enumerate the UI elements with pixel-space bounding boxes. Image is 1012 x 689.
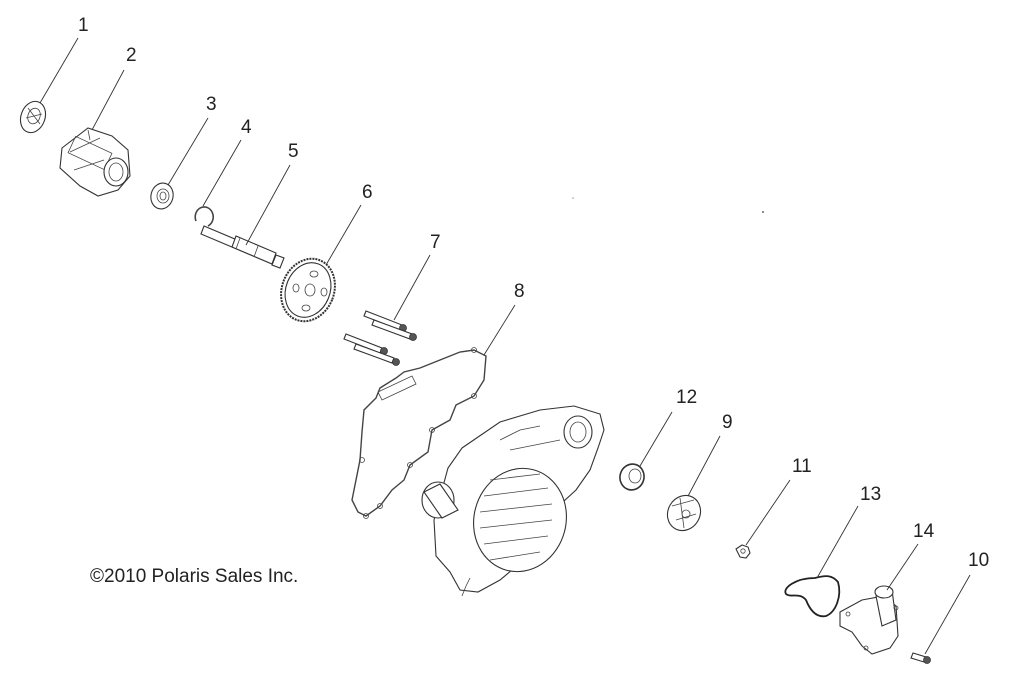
leader-12 bbox=[639, 411, 673, 467]
leader-7 bbox=[393, 254, 431, 321]
leader-5 bbox=[245, 164, 291, 246]
part-13-o-ring[interactable] bbox=[784, 575, 841, 618]
part-5-shaft[interactable] bbox=[200, 225, 285, 269]
part-1-rotor[interactable] bbox=[16, 98, 49, 136]
part-7-bolts[interactable] bbox=[343, 310, 417, 366]
leader-14 bbox=[886, 543, 919, 591]
callout-4[interactable]: 4 bbox=[241, 117, 252, 138]
leader-4 bbox=[202, 139, 242, 207]
part-3-bearing[interactable] bbox=[148, 181, 176, 212]
leader-8 bbox=[483, 304, 516, 356]
leader-9 bbox=[687, 435, 721, 497]
callout-5[interactable]: 5 bbox=[288, 141, 299, 162]
part-11-nut[interactable] bbox=[735, 544, 751, 559]
callout-14[interactable]: 14 bbox=[913, 521, 935, 542]
part-12-seal[interactable] bbox=[617, 461, 647, 492]
callout-8[interactable]: 8 bbox=[514, 281, 525, 302]
leader-1 bbox=[39, 37, 79, 104]
leader-6 bbox=[325, 204, 362, 266]
leader-10 bbox=[924, 574, 971, 655]
part-9-impeller[interactable] bbox=[661, 489, 707, 536]
leader-2 bbox=[91, 69, 125, 131]
callout-6[interactable]: 6 bbox=[362, 182, 373, 203]
part-6-gear[interactable] bbox=[272, 251, 344, 330]
part-2-pump-housing[interactable] bbox=[59, 127, 131, 197]
leader-3 bbox=[167, 117, 209, 186]
speck bbox=[762, 211, 764, 213]
crankcase-cover[interactable] bbox=[421, 405, 605, 597]
part-14-water-pump-cover[interactable] bbox=[839, 585, 899, 655]
callout-13[interactable]: 13 bbox=[860, 484, 881, 505]
callout-7[interactable]: 7 bbox=[430, 232, 441, 253]
leader-11 bbox=[745, 479, 791, 546]
leader-13 bbox=[816, 505, 859, 579]
part-4-snap-ring[interactable] bbox=[194, 206, 214, 227]
callout-10[interactable]: 10 bbox=[968, 550, 989, 571]
callout-12[interactable]: 12 bbox=[676, 387, 697, 408]
copyright-notice: ©2010 Polaris Sales Inc. bbox=[90, 566, 299, 587]
callout-9[interactable]: 9 bbox=[722, 412, 733, 433]
callout-1[interactable]: 1 bbox=[78, 15, 89, 36]
part-8-gasket[interactable] bbox=[351, 347, 487, 519]
part-10-bolt[interactable] bbox=[910, 652, 931, 664]
callout-3[interactable]: 3 bbox=[206, 94, 217, 115]
speck bbox=[572, 197, 574, 199]
callout-11[interactable]: 11 bbox=[792, 456, 812, 477]
callout-2[interactable]: 2 bbox=[126, 45, 137, 66]
